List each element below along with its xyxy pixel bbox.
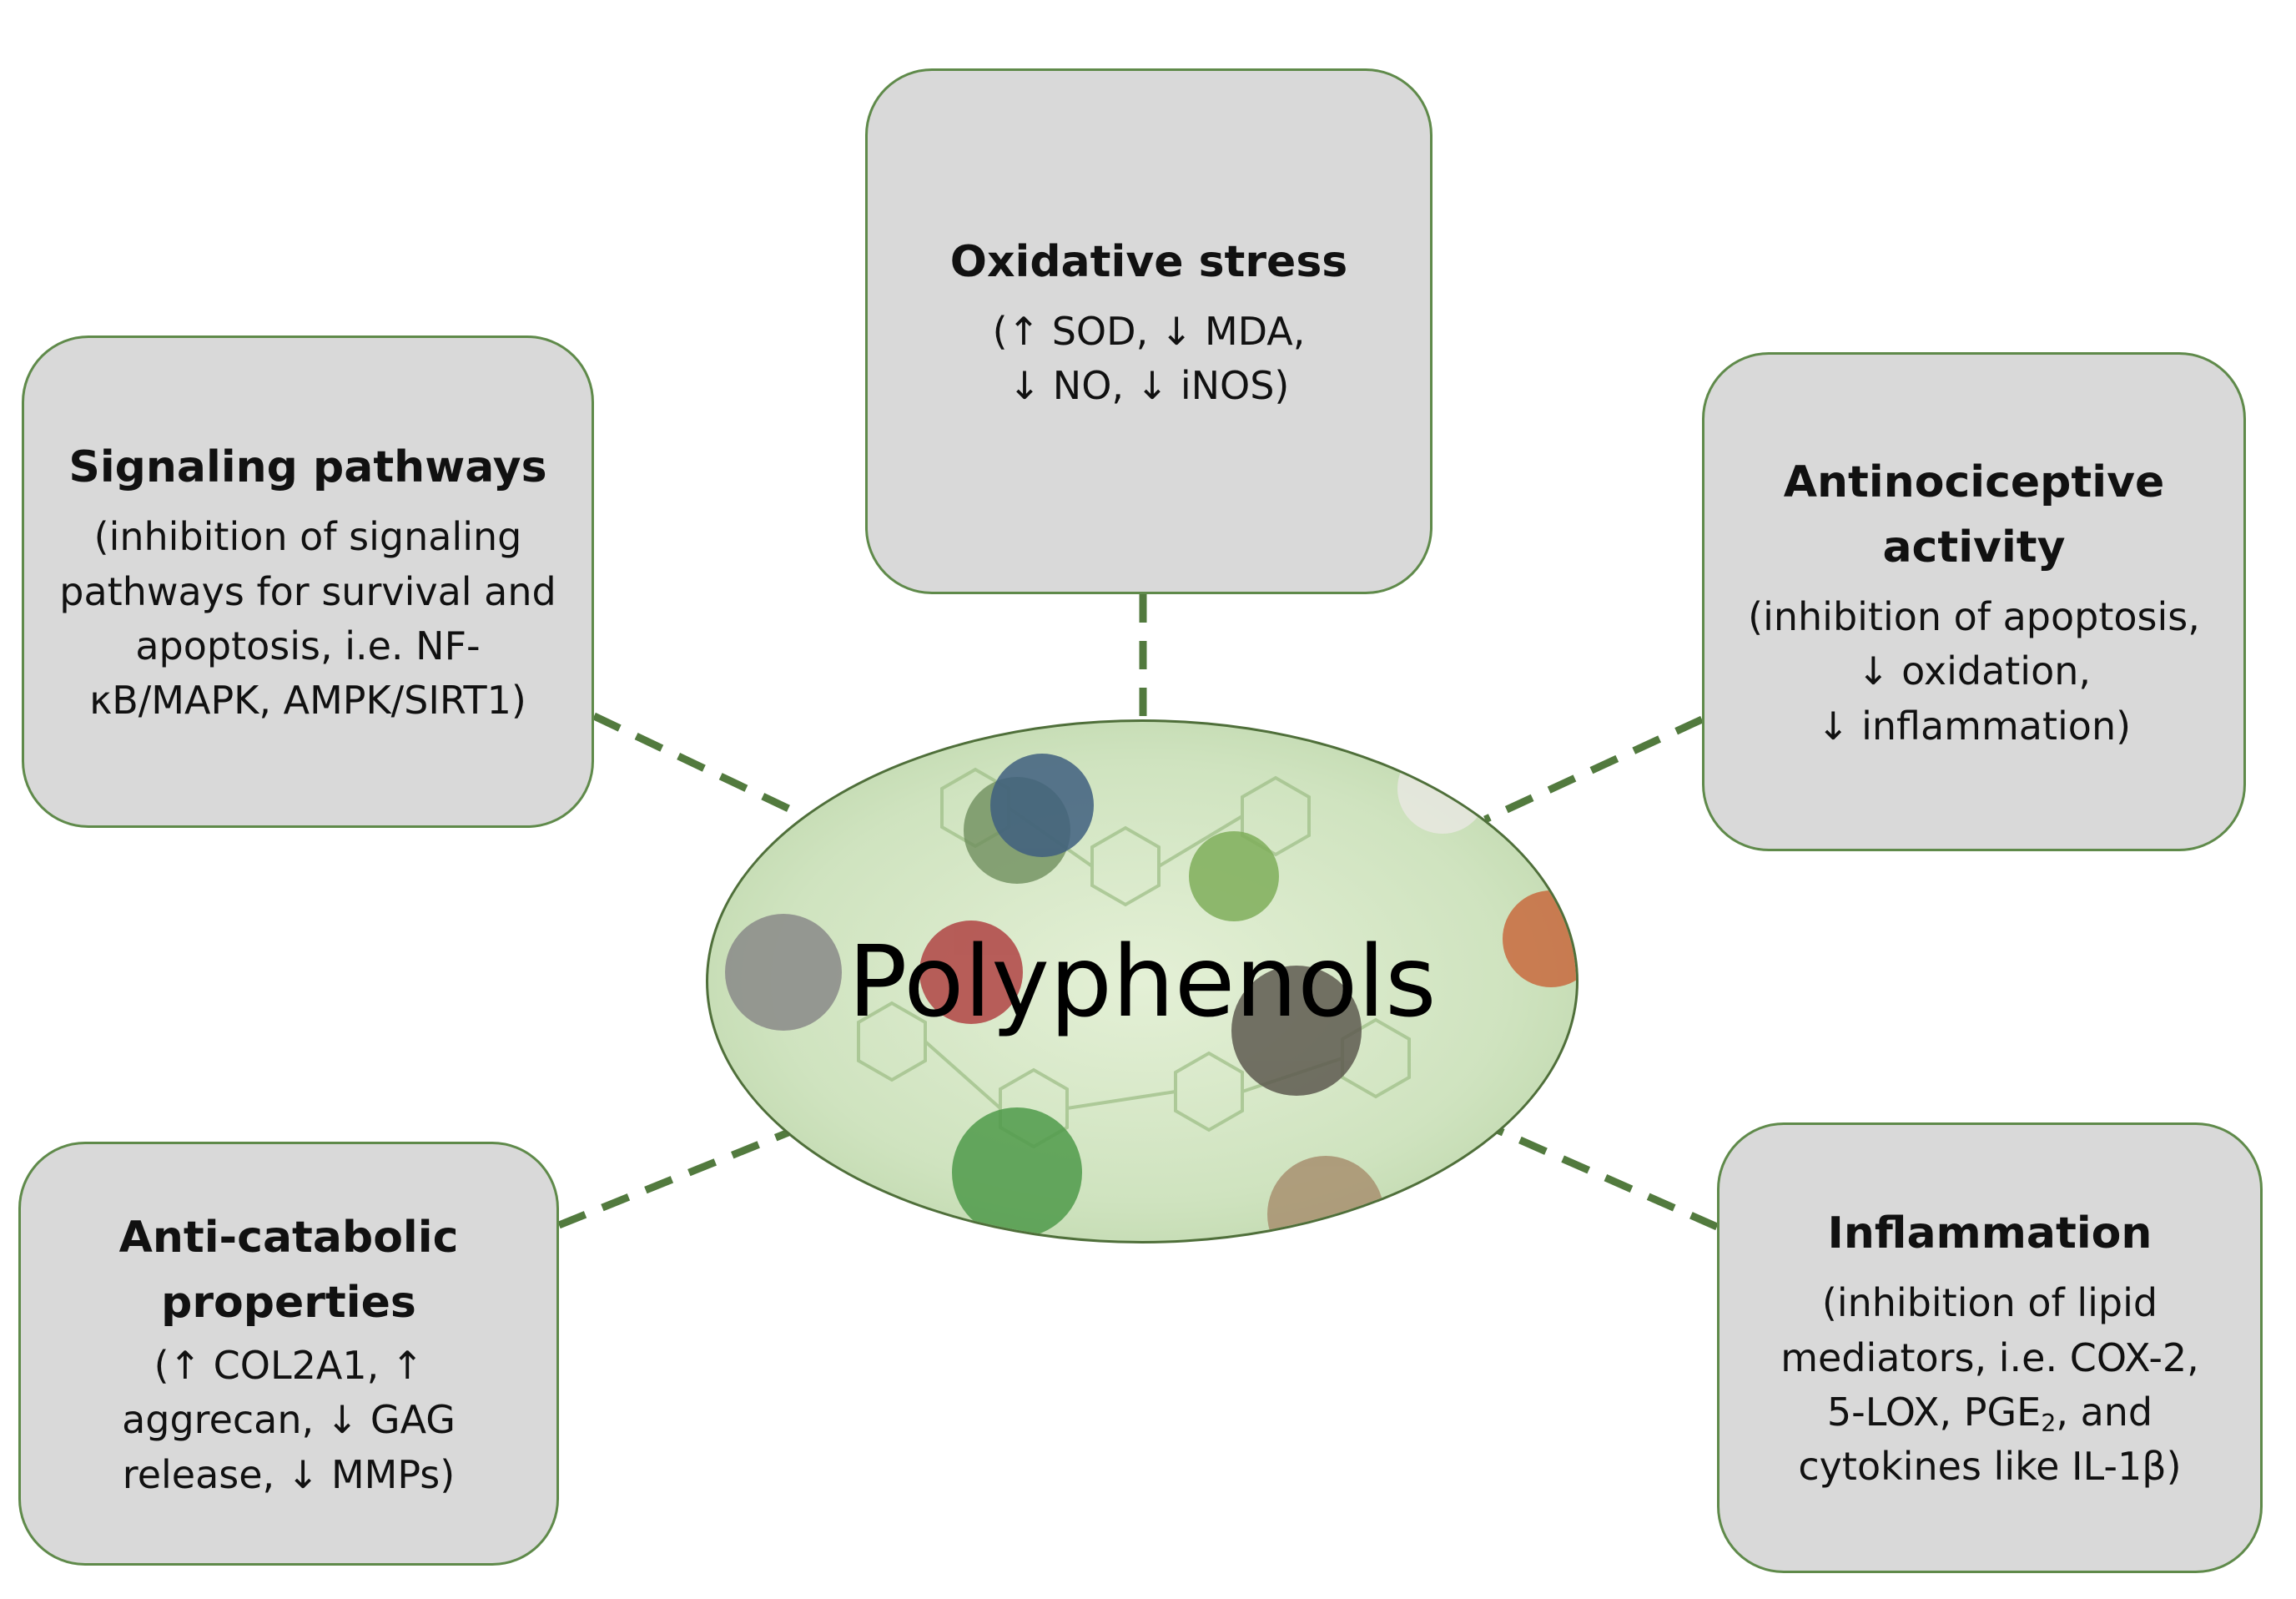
signaling-pathways-line-3: apoptosis, i.e. NF- <box>135 623 481 668</box>
anti-catabolic-line-1: (↑ COL2A1, ↑ <box>154 1343 424 1389</box>
hub-label: Polyphenols <box>848 924 1437 1039</box>
signaling-pathways-line-4: κB/MAPK, AMPK/SIRT1) <box>89 678 526 724</box>
connector-anticatabolic <box>557 1128 790 1229</box>
inflammation-line-4: cytokines like IL-1β) <box>1798 1444 2182 1490</box>
signaling-pathways-line-2: pathways for survival and <box>59 568 556 614</box>
connector-inflammation <box>1492 1124 1719 1231</box>
box-signaling-pathways: Signaling pathways (inhibition of signal… <box>22 335 594 828</box>
inflammation-line-3-subscript: 2 <box>2041 1410 2057 1438</box>
polyphenol-structure-illustration <box>725 744 1576 1241</box>
inflammation-line-3-post: , and <box>2056 1390 2153 1435</box>
antinociceptive-body: (inhibition of apoptosis, ↓ oxidation, ↓… <box>1748 590 2200 754</box>
oxidative-stress-line-1: (↑ SOD, ↓ MDA, <box>992 309 1306 354</box>
inflammation-line-3-pre: 5-LOX, PGE <box>1826 1390 2042 1435</box>
inflammation-line-1: (inhibition of lipid <box>1821 1280 2158 1326</box>
antinociceptive-title-line-2: activity <box>1882 522 2066 573</box>
oxidative-stress-title: Oxidative stress <box>949 237 1348 287</box>
box-inflammation: Inflammation (inhibition of lipid mediat… <box>1717 1122 2263 1573</box>
anti-catabolic-title-line-1: Anti-catabolic <box>118 1213 459 1264</box>
inflammation-line-2: mediators, i.e. COX-2, <box>1780 1334 2199 1380</box>
oxidative-stress-line-2: ↓ NO, ↓ iNOS) <box>1008 363 1290 409</box>
signaling-pathways-line-1: (inhibition of signaling <box>93 514 522 560</box>
anti-catabolic-line-3: release, ↓ MMPs) <box>122 1451 456 1497</box>
connector-signaling <box>592 712 801 818</box>
oxidative-stress-body: (↑ SOD, ↓ MDA, ↓ NO, ↓ iNOS) <box>993 305 1306 414</box>
box-anti-catabolic-properties: Anti-catabolic properties (↑ COL2A1, ↑ a… <box>18 1142 559 1566</box>
antinociceptive-title: Antinociceptive activity <box>1784 450 2165 580</box>
box-oxidative-stress: Oxidative stress (↑ SOD, ↓ MDA, ↓ NO, ↓ … <box>865 68 1432 594</box>
inflammation-body: (inhibition of lipid mediators, i.e. COX… <box>1780 1276 2199 1494</box>
anti-catabolic-line-2: aggrecan, ↓ GAG <box>122 1397 456 1443</box>
antinociceptive-title-line-1: Antinociceptive <box>1783 457 2165 508</box>
polyphenols-hub: Polyphenols <box>706 719 1578 1243</box>
inflammation-line-3: 5-LOX, PGE2, and <box>1780 1385 2199 1440</box>
connector-antinociceptive <box>1483 715 1704 824</box>
antinociceptive-line-3: ↓ inflammation) <box>1816 703 2132 749</box>
inflammation-title: Inflammation <box>1827 1208 2152 1259</box>
anti-catabolic-title-line-2: properties <box>161 1278 416 1329</box>
signaling-pathways-body: (inhibition of signaling pathways for su… <box>59 510 556 728</box>
box-antinociceptive-activity: Antinociceptive activity (inhibition of … <box>1702 352 2246 851</box>
anti-catabolic-body: (↑ COL2A1, ↑ aggrecan, ↓ GAG release, ↓ … <box>122 1339 456 1502</box>
anti-catabolic-title: Anti-catabolic properties <box>119 1205 459 1335</box>
antinociceptive-line-2: ↓ oxidation, <box>1856 648 2092 694</box>
antinociceptive-line-1: (inhibition of apoptosis, <box>1748 594 2200 640</box>
signaling-pathways-title: Signaling pathways <box>68 442 547 493</box>
